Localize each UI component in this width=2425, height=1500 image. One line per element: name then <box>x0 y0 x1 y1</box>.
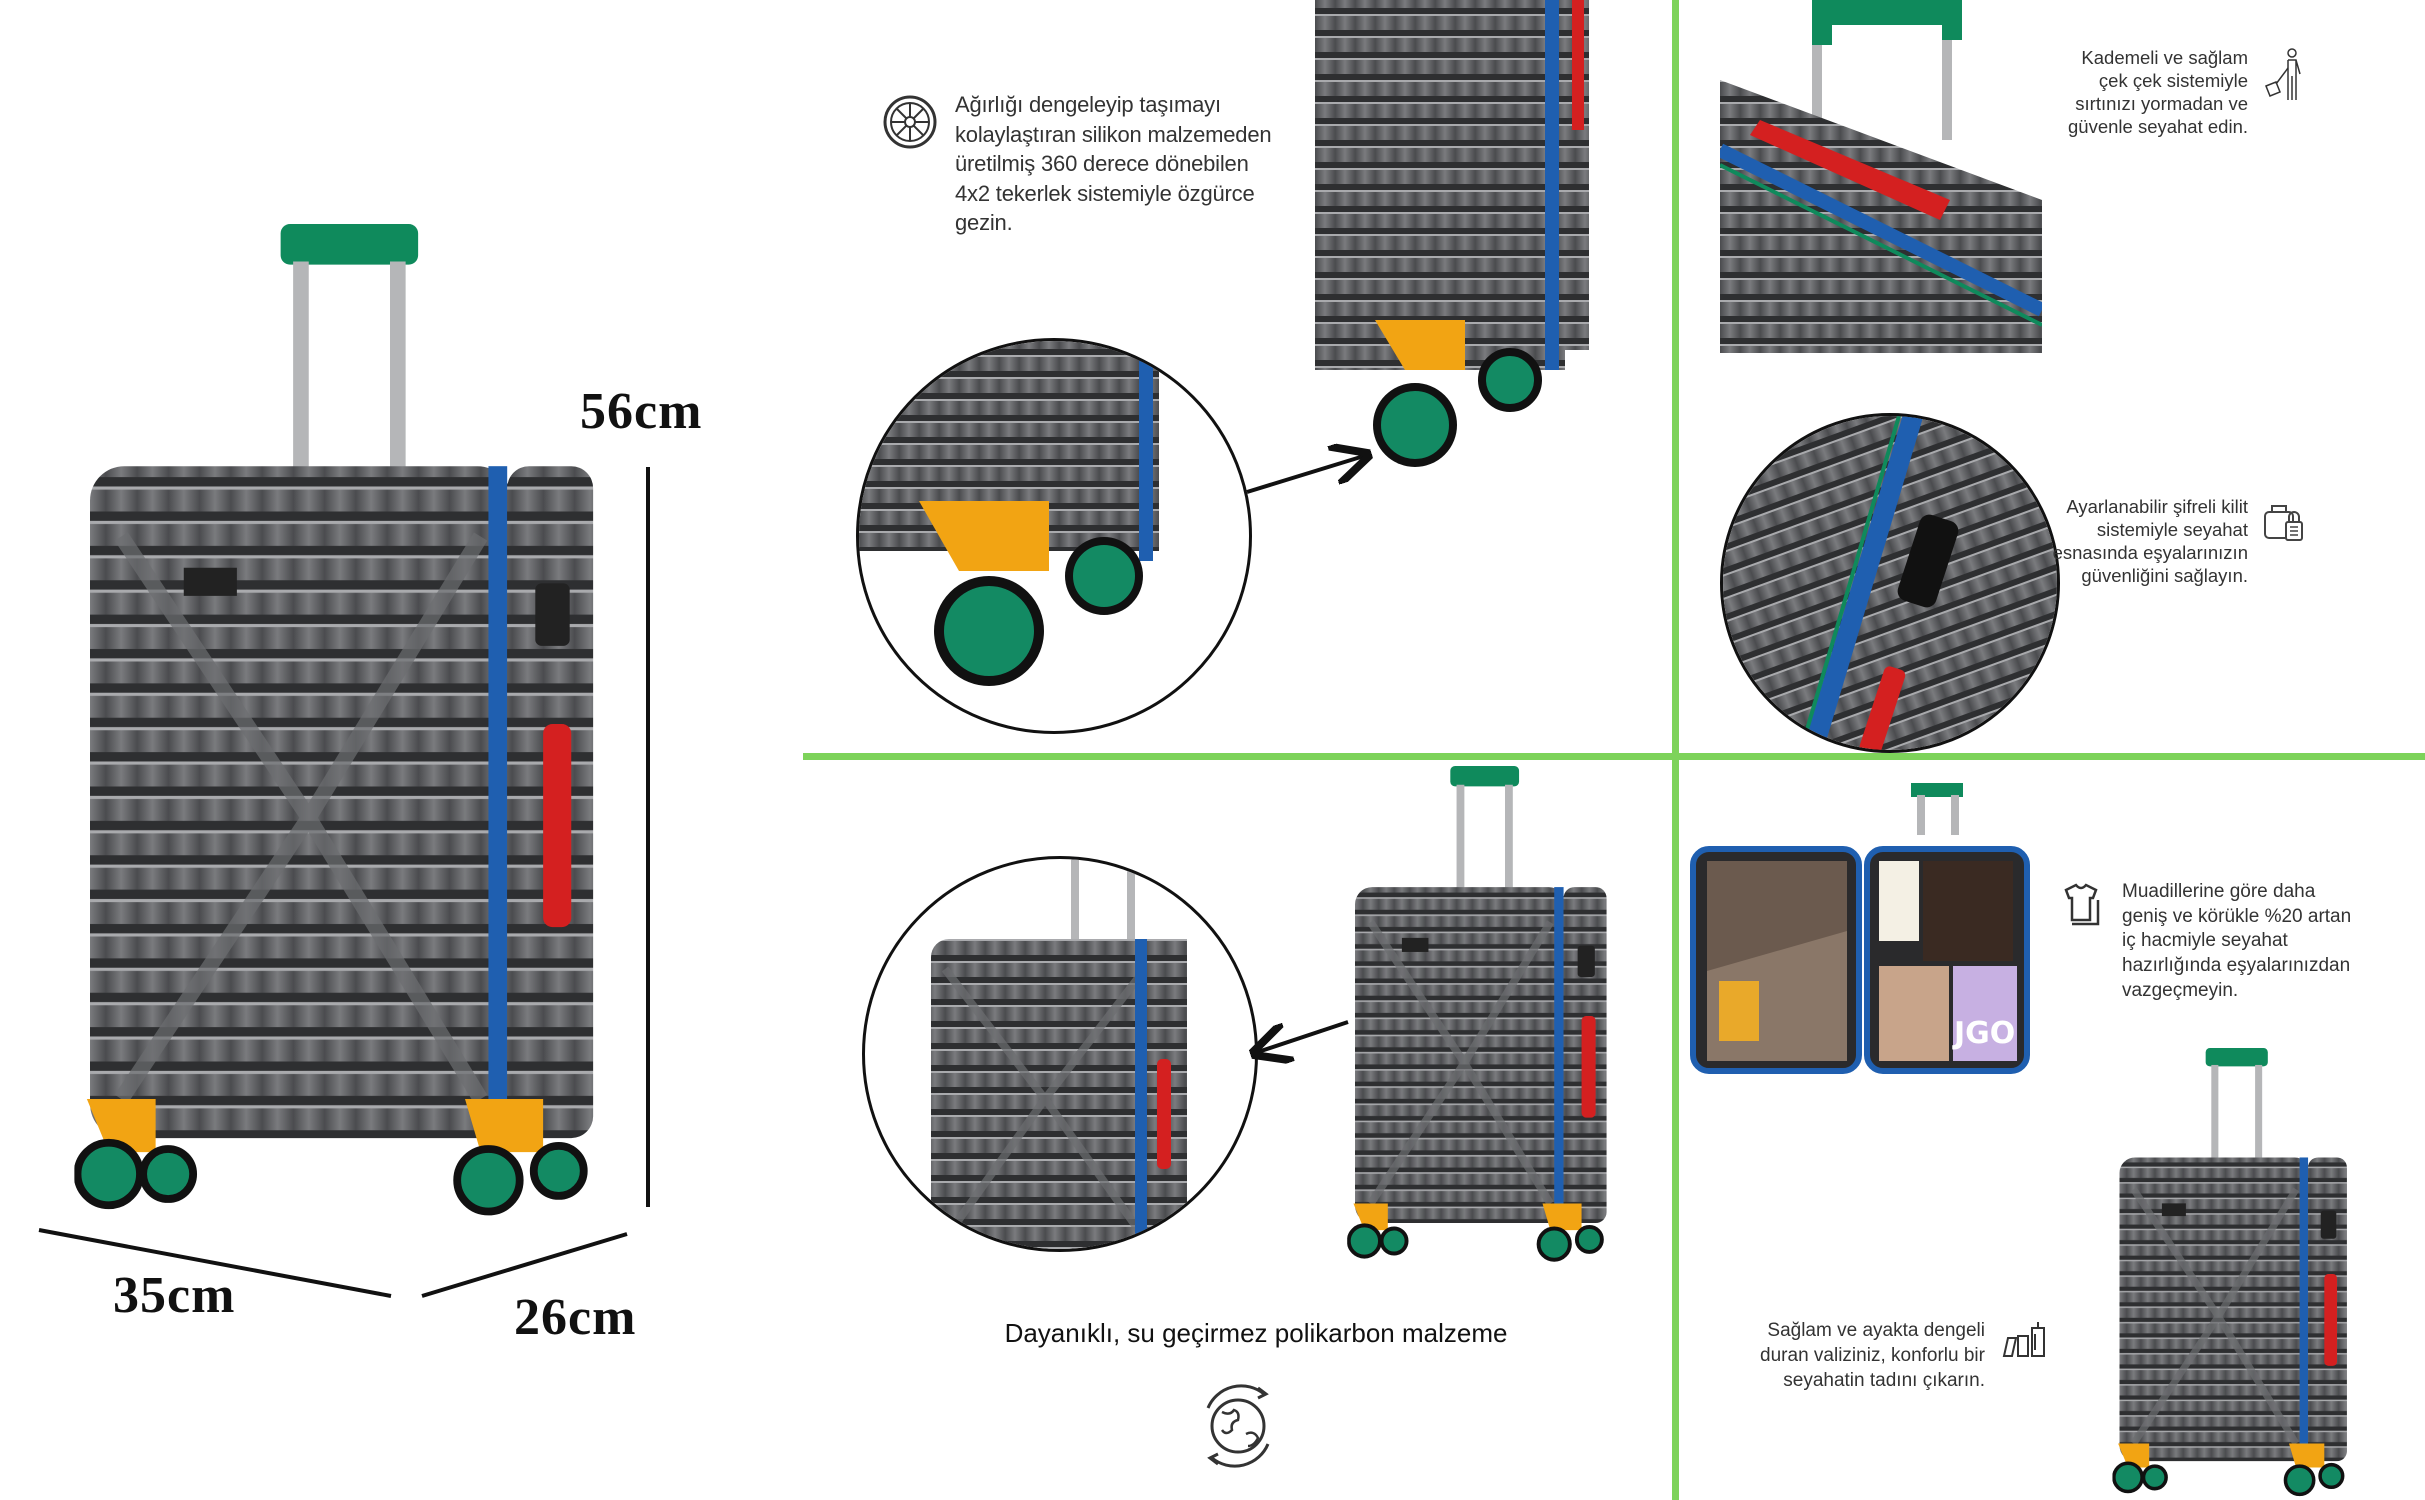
text-line: Ayarlanabilir şifreli kilit <box>2066 496 2248 517</box>
width-dimension: 35cm <box>113 1267 236 1324</box>
text-line: sırtınızı yormadan ve <box>2075 93 2248 114</box>
stability-feature-text: Sağlam ve ayakta dengeli duran valiziniz… <box>1760 1318 1985 1393</box>
lock-detail-circle <box>1720 413 2060 753</box>
text-line: çek çek sistemiyle <box>2098 70 2248 91</box>
text-line: sistemiyle seyahat <box>2096 519 2248 540</box>
telescopic-handle-photo <box>1720 0 2042 353</box>
text-line: seyahatin tadını çıkarın. <box>1783 1370 1985 1391</box>
stability-suitcase-image <box>2105 1048 2360 1500</box>
text-line: Muadillerine göre daha <box>2122 881 2316 902</box>
globe-recycle-icon <box>1206 1384 1270 1468</box>
volume-feature-text: Muadillerine göre daha geniş ve körükle … <box>2122 880 2351 1004</box>
suitcases-icon <box>2002 1322 2045 1357</box>
wheel-icon <box>883 95 937 149</box>
text-line: iç hacmiyle seyahat <box>2122 930 2288 952</box>
text-line: duran valiziniz, konforlu bir <box>1760 1345 1985 1366</box>
text-line: üretilmiş 360 derece dönebilen <box>955 151 1249 176</box>
inner-label: JGO <box>1952 1016 2015 1051</box>
text-line: Sağlam ve ayakta dengeli <box>1767 1320 1985 1341</box>
text-line: güvenliğini sağlayın. <box>2081 565 2248 586</box>
lock-feature-text: Ayarlanabilir şifreli kilit sistemiyle s… <box>2053 495 2248 587</box>
handle-feature-text: Kademeli ve sağlam çek çek sistemiyle sı… <box>2068 46 2248 138</box>
depth-dimension: 26cm <box>514 1289 637 1346</box>
wheel-closeup-photo <box>1315 0 1632 503</box>
text-line: hazırlığında eşyalarınızdan <box>2122 955 2351 977</box>
material-suitcase-image <box>1340 766 1620 1266</box>
text-line: 4x2 tekerlek sistemiyle özgürce <box>955 180 1255 206</box>
wheels-feature-text: Ağırlığı dengeleyip taşımayı kolaylaştır… <box>955 90 1272 238</box>
text-line: gezin. <box>955 210 1013 235</box>
luggage-lock-icon <box>2264 505 2303 541</box>
arrow-icon <box>1248 1020 1349 1070</box>
wheel-detail-circle <box>856 338 1252 734</box>
tshirt-icon <box>2064 883 2100 926</box>
arrow-icon <box>1246 440 1380 494</box>
text-line: vazgeçmeyin. <box>2122 979 2239 1001</box>
text-line: esnasında eşyalarınızın <box>2052 542 2248 563</box>
horizontal-divider <box>803 753 2425 760</box>
material-detail-circle <box>862 856 1258 1252</box>
text-line: Ağırlığı dengeleyip taşımayı <box>955 92 1221 117</box>
traveler-with-suitcase-icon <box>2265 48 2301 100</box>
dimension-lines <box>38 467 650 1298</box>
open-suitcase-photo: JGO <box>1689 781 2031 1091</box>
vertical-divider <box>1672 0 1679 1500</box>
text-line: Kademeli ve sağlam <box>2081 47 2248 68</box>
material-caption: Dayanıklı, su geçirmez polikarbon malzem… <box>1004 1318 1508 1348</box>
text-line: güvenle seyahat edin. <box>2068 116 2248 137</box>
text-line: geniş ve körükle %20 artan <box>2122 905 2352 927</box>
text-line: kolaylaştıran silikon malzemeden <box>955 121 1272 147</box>
height-dimension: 56cm <box>580 383 703 440</box>
